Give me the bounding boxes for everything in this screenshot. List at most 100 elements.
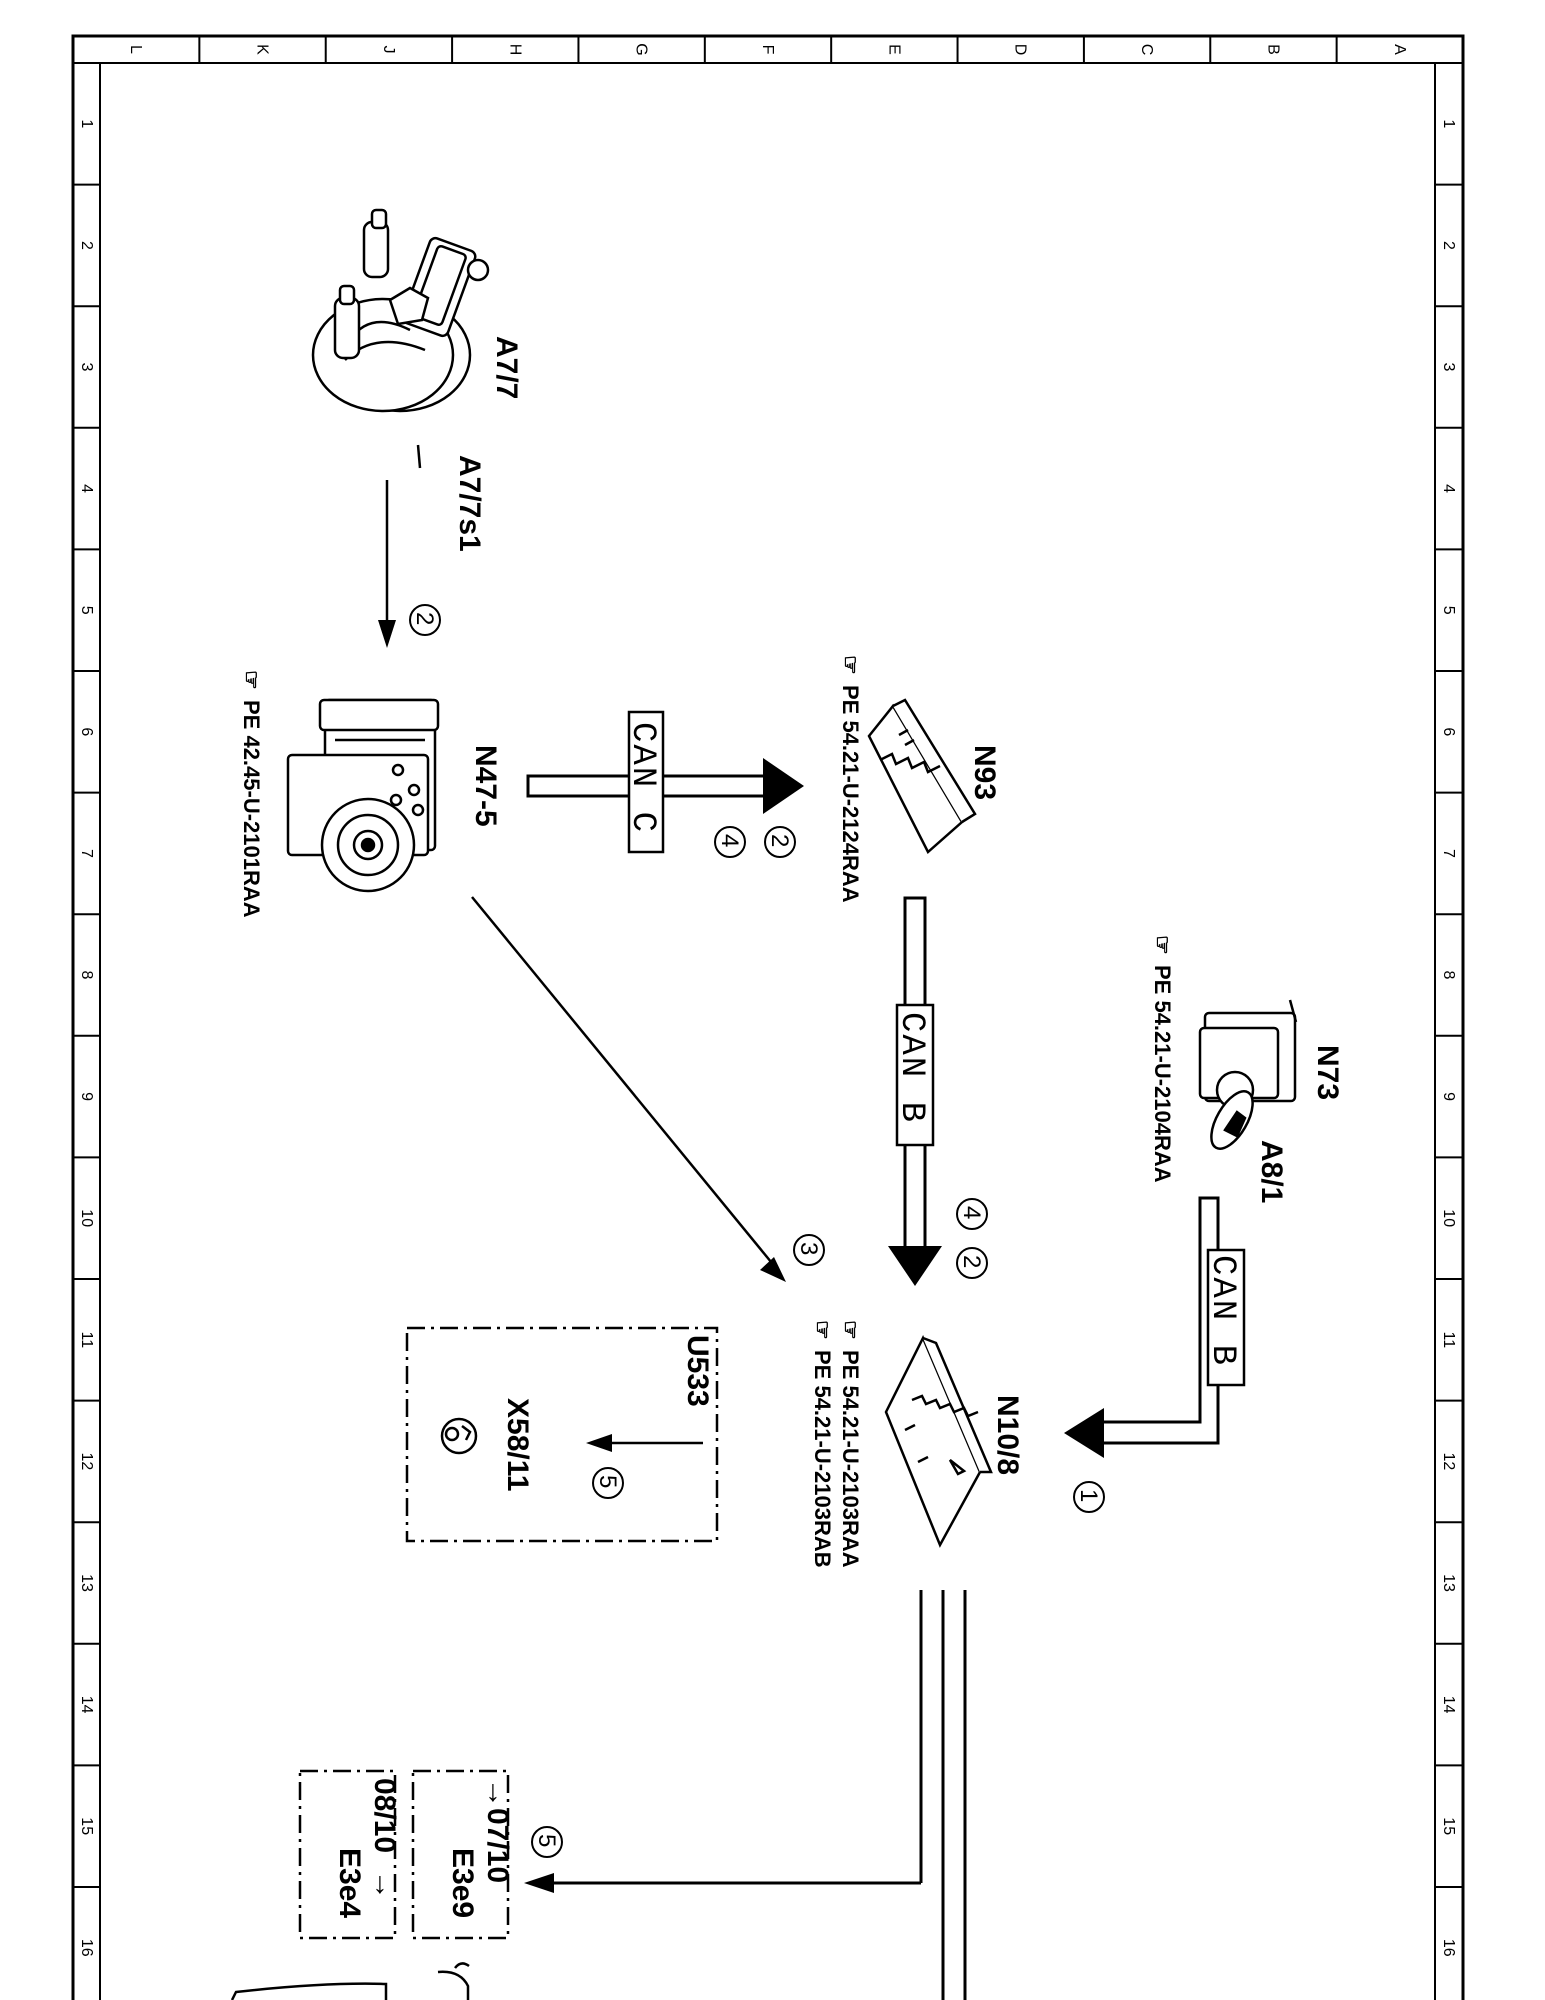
grid-lines — [73, 36, 1463, 1888]
reference-icon-n475: ☞ — [239, 670, 264, 690]
row-label-right: 7 — [1440, 849, 1457, 858]
row-label-right: 10 — [1440, 1209, 1457, 1227]
step-3-circle — [793, 1234, 825, 1266]
component-n73-label: N73 — [1311, 1045, 1344, 1100]
component-u533-label: U533 — [681, 1335, 714, 1407]
row-label-right: 6 — [1440, 727, 1457, 736]
reference-icon-n108-a: ☞ — [838, 1320, 863, 1340]
column-label: A — [1391, 44, 1408, 55]
column-label: D — [1012, 44, 1029, 56]
box-07-10-arrow: → — [481, 1778, 514, 1808]
step-5-number-a: 5 — [594, 1475, 621, 1488]
row-label-right: 12 — [1440, 1453, 1457, 1471]
row-label-right: 11 — [1440, 1331, 1457, 1348]
box-08-10-line1: 08/10 — [368, 1778, 401, 1853]
dashed-boxes — [298, 1326, 719, 1940]
ignition-switch-icon — [1198, 999, 1298, 1150]
row-label-left: 8 — [78, 971, 95, 980]
row-label-left: 2 — [78, 241, 95, 250]
n73-reference: PE 54.21-U-2104RAA — [1150, 965, 1175, 1183]
row-label-right: 1 — [1440, 119, 1457, 128]
box-07-10-line2: E3e9 — [446, 1848, 479, 1918]
step-4-number-b: 4 — [958, 1206, 985, 1219]
column-label: H — [506, 44, 523, 56]
step-3-number: 3 — [795, 1242, 822, 1255]
reference-icon-n93: ☞ — [838, 655, 863, 675]
row-label-right: 8 — [1440, 971, 1457, 980]
step-1-number: 1 — [1075, 1489, 1102, 1502]
step-1-circle — [1073, 1481, 1105, 1513]
row-label-right: 16 — [1440, 1939, 1457, 1957]
arrowhead-down-large — [888, 1246, 942, 1286]
step-4-circle-b — [956, 1198, 988, 1230]
step-2-number-b: 2 — [766, 834, 793, 847]
can-b-label-2: CAN B — [1203, 1255, 1241, 1367]
row-label-left: 14 — [78, 1696, 95, 1714]
row-label-right: 4 — [1440, 484, 1457, 493]
column-label: G — [633, 43, 650, 55]
box-08-10-arrow: → — [368, 1870, 401, 1900]
n475-reference: PE 42.45-U-2101RAA — [239, 700, 264, 918]
step-2-number-a: 2 — [411, 612, 438, 625]
reference-icon-n108-b: ☞ — [810, 1320, 835, 1340]
partial-component-icon — [230, 1962, 470, 2000]
box-08-10 — [298, 1769, 397, 1940]
row-label-right: 5 — [1440, 606, 1457, 615]
n108-reference-2: PE 54.21-U-2103RAB — [810, 1350, 835, 1568]
column-label: B — [1264, 44, 1281, 55]
step-2-circle-c — [956, 1247, 988, 1279]
row-label-right: 3 — [1440, 363, 1457, 372]
component-a77-label: A7/7 — [490, 336, 523, 399]
component-n108-label: N10/8 — [991, 1395, 1024, 1475]
can-b-wire-2 — [1099, 1196, 1220, 1445]
n93-reference: PE 54.21-U-2124RAA — [838, 685, 863, 903]
arrow-n475-to-n108 — [471, 896, 777, 1269]
brake-booster-icon — [311, 208, 490, 469]
row-label-right: 2 — [1440, 241, 1457, 250]
component-a81-label: A8/1 — [1255, 1140, 1288, 1203]
step-markers — [409, 604, 1105, 1858]
row-label-left: 5 — [78, 606, 95, 615]
row-label-left: 9 — [78, 1092, 95, 1101]
can-c-label: CAN C — [623, 722, 661, 834]
step-2-circle-b — [764, 826, 796, 858]
reference-icon-n73: ☞ — [1150, 935, 1175, 955]
row-label-left: 10 — [78, 1209, 95, 1227]
component-n475-label: N47-5 — [469, 745, 502, 827]
step-5-circle-a — [592, 1467, 624, 1499]
central-gateway-icon — [867, 698, 977, 855]
arrowhead-left-large — [1064, 1408, 1104, 1458]
row-label-left: 4 — [78, 484, 95, 493]
step-4-circle-a — [714, 826, 746, 858]
row-label-left: 1 — [78, 119, 95, 128]
row-label-left: 13 — [78, 1574, 95, 1592]
row-label-left: 11 — [78, 1331, 95, 1348]
step-5-circle-b — [531, 1826, 563, 1858]
esp-control-unit-icon — [286, 698, 440, 893]
box-07-10 — [411, 1769, 510, 1940]
row-label-left: 7 — [78, 849, 95, 858]
row-label-left: 16 — [78, 1939, 95, 1957]
row-label-left: 6 — [78, 727, 95, 736]
row-label-right: 15 — [1440, 1817, 1457, 1835]
arrowhead-left-medium — [524, 1873, 554, 1893]
can-b-label-1: CAN B — [892, 1012, 930, 1124]
column-label: C — [1138, 44, 1155, 56]
row-label-left: 3 — [78, 363, 95, 372]
column-label: L — [127, 45, 144, 54]
column-label: K — [254, 44, 271, 55]
n108-reference-1: PE 54.21-U-2103RAA — [838, 1350, 863, 1568]
u533-box — [405, 1326, 719, 1543]
sam-control-unit-icon — [884, 1335, 993, 1548]
component-a77s1-label: A7/7s1 — [453, 455, 486, 552]
step-5-number-b: 5 — [533, 1834, 560, 1847]
step-4-number-a: 4 — [716, 834, 743, 847]
row-label-right: 13 — [1440, 1574, 1457, 1592]
row-label-right: 9 — [1440, 1092, 1457, 1101]
row-label-left: 12 — [78, 1453, 95, 1471]
arrowhead-right-large — [763, 758, 804, 814]
step-2-circle-a — [409, 604, 441, 636]
row-label-right: 14 — [1440, 1696, 1457, 1714]
